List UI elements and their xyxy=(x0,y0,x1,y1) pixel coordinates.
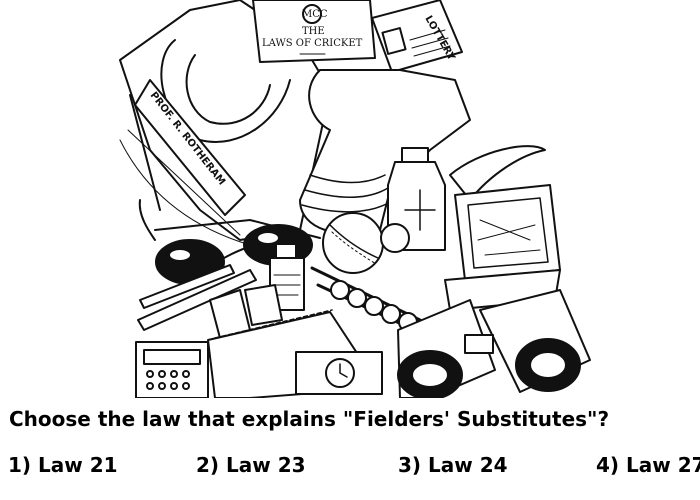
answer-option-4[interactable]: 4) Law 27 xyxy=(596,453,700,477)
book-title-line1: THE xyxy=(302,26,325,37)
sandwich-box-icon xyxy=(444,184,561,311)
book-title-line2: LAWS OF CRICKET xyxy=(262,38,363,49)
question-text: Choose the law that explains "Fielders' … xyxy=(9,407,610,431)
rulebook-icon: MCC THE LAWS OF CRICKET xyxy=(252,0,376,63)
cricket-items-illustration: PROF. R. ROTHERAM MCC THE LAWS OF CRICKE… xyxy=(119,0,591,398)
calculator-icon xyxy=(135,341,209,398)
answer-option-1[interactable]: 1) Law 21 xyxy=(8,453,118,477)
binoculars-icon xyxy=(397,289,591,398)
camera-icon xyxy=(295,351,383,395)
lottery-card-icon: LOTTERY xyxy=(371,0,463,73)
banana-icon xyxy=(449,145,546,201)
cricket-ball-icon xyxy=(322,212,410,274)
answer-option-3[interactable]: 3) Law 24 xyxy=(398,453,508,477)
sweater-icon xyxy=(299,69,471,235)
book-monogram: MCC xyxy=(302,9,328,20)
answer-option-2[interactable]: 2) Law 23 xyxy=(196,453,306,477)
pens-icon xyxy=(137,264,283,339)
